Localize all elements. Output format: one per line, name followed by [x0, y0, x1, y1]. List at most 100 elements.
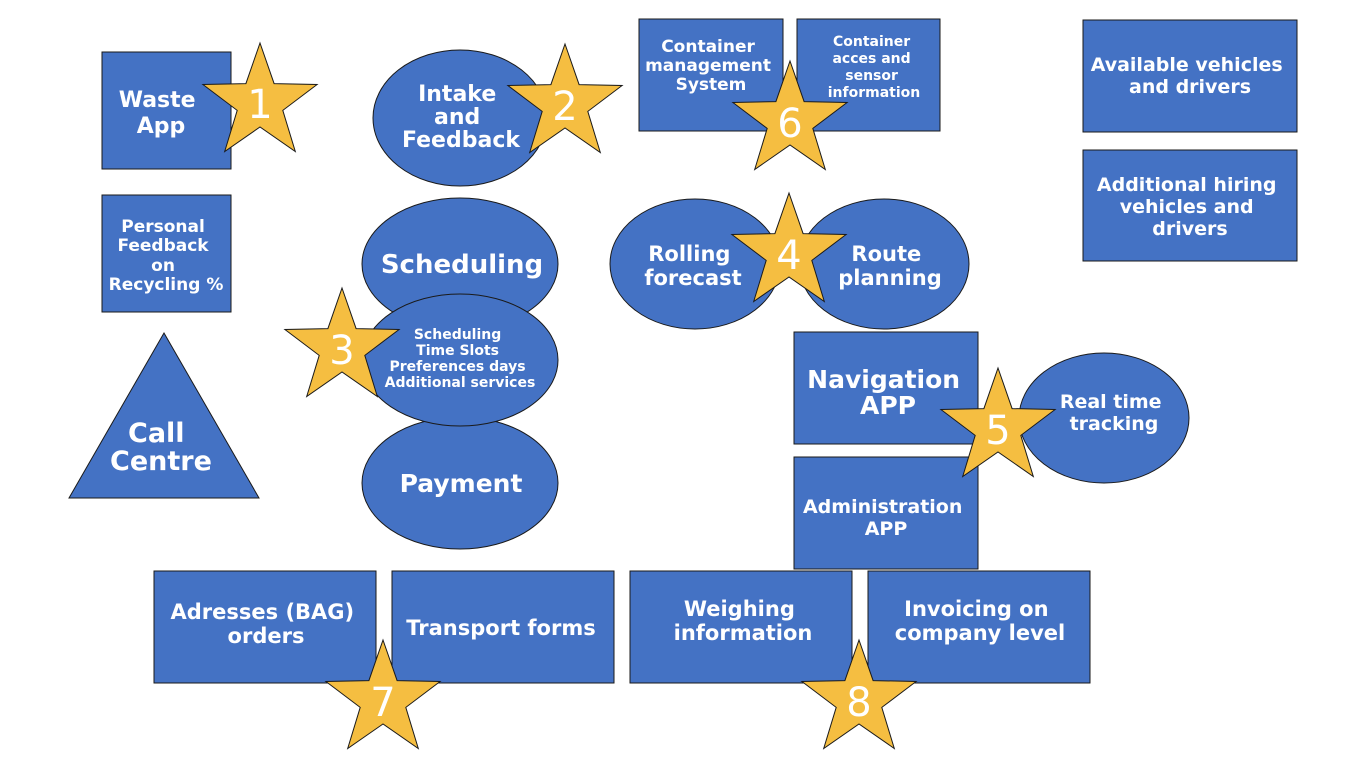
scheduling-details-line-4: Additional services [385, 375, 536, 391]
additional-hiring-line-2: vehicles and [1120, 196, 1254, 218]
star-3-number: 3 [329, 328, 354, 374]
navigation-app-line-2: APP [860, 391, 916, 420]
route-planning-ellipse: Route planning [798, 198, 970, 330]
additional-hiring-line-3: drivers [1152, 218, 1227, 240]
star-7: 7 [324, 638, 442, 750]
adresses-bag-line-2: orders [228, 624, 305, 648]
svg-text:Container management: Container management System [645, 37, 777, 95]
invoicing-line-1: Invoicing on [904, 597, 1048, 621]
intake-feedback-line-3: Feedback [402, 128, 521, 153]
container-access-line-4: information [828, 85, 921, 101]
call-centre-line-1: Call [128, 418, 185, 449]
container-access-line-1: Container [833, 34, 910, 50]
svg-text:Call Centre: Call Centre [110, 418, 212, 477]
svg-text:Administration APP: Administration APP [803, 496, 969, 540]
personal-feedback-line-1: Personal [121, 217, 205, 237]
waste-app-box: Waste App [101, 51, 232, 170]
container-management-line-3: System [676, 75, 747, 95]
route-planning-line-2: planning [838, 266, 941, 290]
svg-text:Waste App: Waste App [119, 88, 204, 139]
svg-text:Rolling forecast: Rolling forecast [644, 242, 741, 290]
scheduling-details-ellipse: Scheduling Time Slots Preferences days A… [361, 293, 559, 427]
intake-feedback-ellipse: Intake and Feedback [372, 49, 548, 187]
star-2: 2 [506, 42, 624, 154]
star-8: 8 [800, 638, 918, 750]
star-5-number: 5 [985, 408, 1010, 454]
star-7-number: 7 [370, 680, 395, 726]
svg-text:Route planning: Route planning [838, 242, 941, 290]
waste-app-line-2: App [137, 114, 186, 139]
waste-app-line-1: Waste [119, 88, 196, 113]
scheduling-label: Scheduling [381, 250, 543, 280]
personal-feedback-box: Personal Feedback on Recycling % [101, 194, 232, 313]
svg-text:Intake and Feedbac: Intake and Feedback [402, 82, 521, 153]
navigation-app-line-1: Navigation [807, 365, 960, 394]
personal-feedback-line-2: Feedback [117, 236, 209, 256]
svg-text:Scheduling Time Slots: Scheduling Time Slots Preferences days A… [385, 327, 536, 391]
container-management-line-1: Container [661, 37, 755, 57]
transport-forms-label: Transport forms [406, 616, 595, 640]
available-vehicles-line-2: and drivers [1129, 76, 1251, 98]
invoicing-line-2: company level [895, 621, 1065, 645]
svg-text:Personal Feedback: Personal Feedback on Recycling % [109, 217, 224, 295]
rolling-forecast-ellipse: Rolling forecast [609, 198, 781, 330]
adresses-bag-line-1: Adresses (BAG) [171, 600, 355, 624]
stars-layer: 1 2 3 4 5 6 7 8 [201, 41, 1057, 750]
navigation-app-box: Navigation APP [793, 331, 979, 445]
call-centre-triangle: Call Centre [68, 331, 260, 499]
svg-text:Invoicing on company lev: Invoicing on company level [895, 597, 1065, 645]
real-time-tracking-line-2: tracking [1070, 413, 1159, 435]
weighing-information-box: Weighing information [629, 570, 853, 684]
svg-text:Container acces and: Container acces and sensor information [828, 34, 921, 101]
star-8-number: 8 [846, 680, 871, 726]
available-vehicles-line-1: Available vehicles [1091, 54, 1283, 76]
svg-text:Weighing information: Weighing information [674, 597, 813, 645]
administration-app-line-1: Administration [803, 496, 962, 518]
intake-feedback-line-1: Intake [418, 82, 496, 107]
available-vehicles-box: Available vehicles and drivers [1082, 19, 1298, 133]
payment-ellipse: Payment [361, 416, 559, 550]
personal-feedback-line-3: on [151, 256, 175, 276]
container-access-line-3: sensor [845, 68, 898, 84]
invoicing-box: Invoicing on company level [867, 570, 1091, 684]
additional-hiring-line-1: Additional hiring [1097, 174, 1277, 196]
transport-forms-box: Transport forms [391, 570, 615, 684]
star-2-number: 2 [552, 84, 577, 130]
svg-text:Scheduling: Scheduling [381, 250, 543, 280]
real-time-tracking-line-1: Real time [1060, 391, 1162, 413]
rolling-forecast-line-1: Rolling [648, 242, 730, 266]
svg-text:Navigation APP: Navigation APP [807, 365, 969, 420]
administration-app-line-2: APP [865, 518, 908, 540]
star-5: 5 [939, 366, 1057, 478]
star-4-number: 4 [776, 233, 801, 279]
intake-feedback-line-2: and [434, 105, 480, 130]
svg-text:Adresses (BAG) orders: Adresses (BAG) orders [171, 600, 362, 648]
call-centre-line-2: Centre [110, 446, 212, 477]
container-management-line-2: management [645, 56, 771, 76]
scheduling-ellipse: Scheduling [361, 197, 559, 331]
svg-text:Transport forms: Transport forms [406, 616, 595, 640]
weighing-information-line-1: Weighing [684, 597, 795, 621]
star-4: 4 [730, 191, 848, 303]
container-access-line-2: acces and [832, 51, 910, 67]
svg-text:Real time tracking: Real time tracking [1060, 391, 1168, 435]
star-6: 6 [731, 59, 849, 171]
star-1: 1 [201, 41, 319, 153]
payment-label: Payment [400, 469, 523, 498]
adresses-bag-box: Adresses (BAG) orders [153, 570, 377, 684]
svg-text:Additional hiring vehicl: Additional hiring vehicles and drivers [1097, 174, 1283, 240]
star-1-number: 1 [247, 82, 272, 128]
star-6-number: 6 [777, 101, 802, 147]
scheduling-details-line-2: Time Slots [416, 343, 499, 359]
rolling-forecast-line-2: forecast [644, 266, 741, 290]
real-time-tracking-ellipse: Real time tracking [1018, 352, 1190, 484]
svg-text:Available vehicles and d: Available vehicles and drivers [1091, 54, 1290, 98]
additional-hiring-box: Additional hiring vehicles and drivers [1082, 149, 1298, 262]
scheduling-details-line-1: Scheduling [414, 327, 501, 343]
svg-text:Payment: Payment [400, 469, 523, 498]
route-planning-line-1: Route [851, 242, 921, 266]
administration-app-box: Administration APP [793, 456, 979, 570]
scheduling-details-line-3: Preferences days [390, 359, 526, 375]
star-3: 3 [283, 286, 401, 398]
